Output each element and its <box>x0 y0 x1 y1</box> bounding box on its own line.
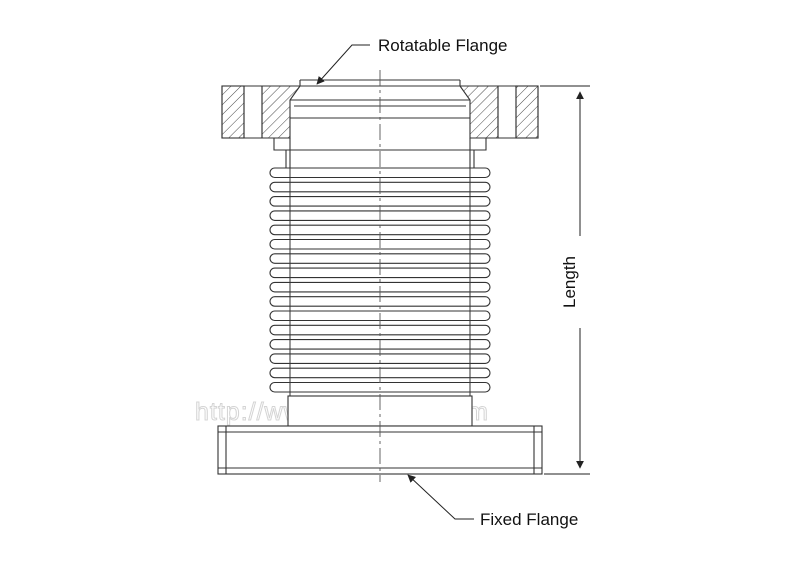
bellows-convolution <box>269 324 491 336</box>
bellows-inner-tube <box>289 168 471 396</box>
bellows-convolution <box>269 224 491 236</box>
bellows-convolution <box>269 196 491 207</box>
rotatable-flange-label: Rotatable Flange <box>378 36 507 55</box>
bellows-convolution <box>269 253 491 264</box>
bellows-convolution <box>269 353 491 364</box>
rotatable-flange-leader <box>316 44 370 85</box>
fixed-flange-label: Fixed Flange <box>480 510 578 529</box>
fixed-flange-leader <box>407 474 474 520</box>
length-label: Length <box>560 256 579 308</box>
